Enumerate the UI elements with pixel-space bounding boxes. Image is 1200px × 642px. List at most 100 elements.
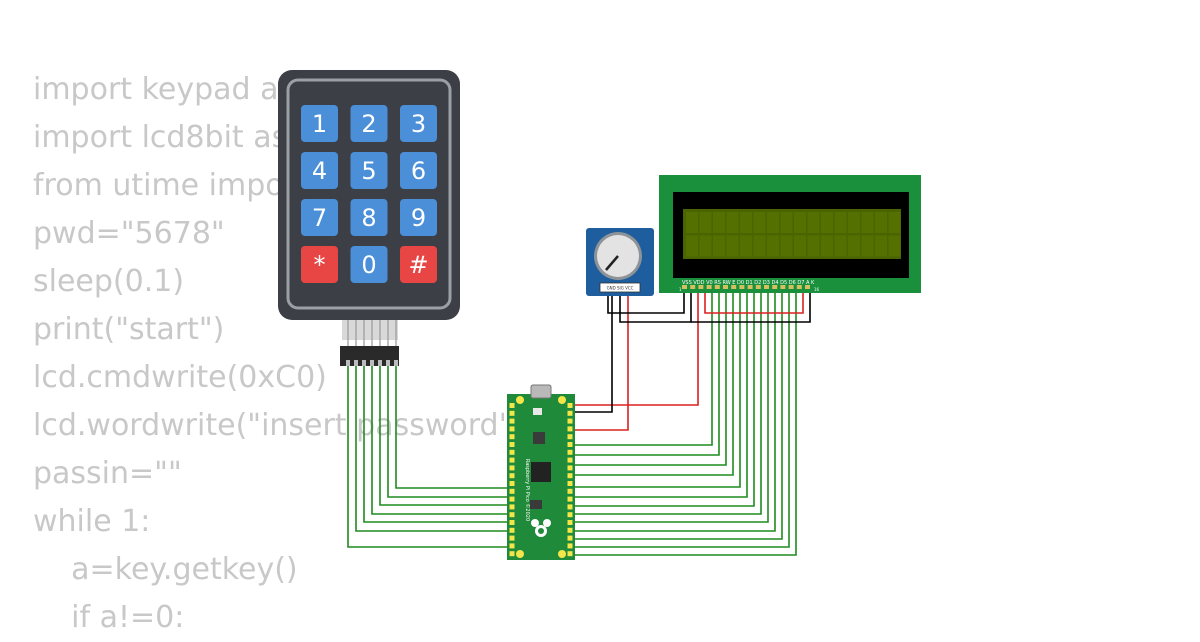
pico-pin[interactable]: [567, 488, 573, 494]
keypad-key-face[interactable]: [301, 199, 338, 236]
lcd-cell: [888, 235, 901, 257]
pico-pin[interactable]: [567, 426, 573, 432]
lcd-cell: [875, 235, 887, 257]
lcd-pin[interactable]: [731, 285, 737, 289]
lcd-pin[interactable]: [690, 285, 696, 289]
pico-pin[interactable]: [567, 481, 573, 486]
lcd-cell: [780, 235, 793, 257]
pico-pin[interactable]: [509, 418, 515, 424]
keypad-key[interactable]: 2: [350, 105, 388, 142]
pico-pin[interactable]: [567, 442, 573, 447]
keypad-key-face[interactable]: [301, 152, 338, 189]
usb-connector[interactable]: [530, 384, 552, 399]
keypad-key[interactable]: *: [301, 246, 338, 283]
lcd-pin[interactable]: [772, 285, 778, 289]
keypad-key[interactable]: 0: [350, 246, 388, 283]
keypad-key-face[interactable]: [350, 199, 388, 236]
pico-pin[interactable]: [567, 449, 573, 455]
lcd-pin[interactable]: [723, 285, 728, 289]
pico-pin[interactable]: [509, 410, 515, 416]
lcd-pin[interactable]: [788, 285, 794, 289]
pico-pin[interactable]: [509, 512, 515, 518]
pico-pin[interactable]: [509, 496, 515, 502]
pico-pin[interactable]: [509, 551, 515, 557]
lcd-cell: [821, 212, 833, 233]
pico-board-text: Raspberry Pi Pico ©2020: [524, 459, 531, 521]
keypad-key-face[interactable]: [400, 152, 437, 189]
code-line: while 1:: [33, 504, 151, 539]
keypad-key-face[interactable]: [400, 199, 437, 236]
keypad-key-label: 0: [361, 251, 376, 279]
keypad-key[interactable]: 3: [400, 105, 437, 142]
keypad-key-label: 2: [361, 110, 376, 138]
pico-pin[interactable]: [509, 481, 515, 486]
pico-pin[interactable]: [567, 465, 573, 471]
pico-pin[interactable]: [567, 504, 573, 510]
keypad-key[interactable]: 7: [301, 199, 338, 236]
pico-pin[interactable]: [509, 504, 515, 510]
potentiometer[interactable]: GND SIG VCC: [586, 228, 654, 296]
keypad-key-face[interactable]: [400, 105, 437, 142]
pico-pin[interactable]: [567, 457, 573, 463]
pico-pin[interactable]: [567, 403, 573, 408]
keypad-key[interactable]: #: [400, 246, 437, 283]
pico-pin[interactable]: [567, 551, 573, 557]
pot-pin-labels: GND SIG VCC: [607, 286, 634, 291]
lcd-cell: [740, 235, 752, 257]
pico-pin[interactable]: [567, 520, 573, 525]
keypad-key[interactable]: 8: [350, 199, 388, 236]
pico-pin[interactable]: [509, 426, 515, 432]
pico-pin[interactable]: [567, 543, 573, 549]
lcd-pin[interactable]: [706, 285, 712, 289]
lcd-pin[interactable]: [682, 285, 687, 289]
keypad-key-face[interactable]: [400, 246, 437, 283]
bootsel-button[interactable]: [533, 408, 542, 415]
pico-pin[interactable]: [509, 465, 515, 471]
pico-pin[interactable]: [509, 449, 515, 455]
lcd-cell: [888, 212, 901, 233]
keypad-wires: [347, 366, 512, 548]
keypad-key-face[interactable]: [350, 105, 388, 142]
pico-pin[interactable]: [509, 535, 515, 541]
pico-pin[interactable]: [567, 434, 573, 440]
pico-pin[interactable]: [509, 434, 515, 440]
pico-pin[interactable]: [567, 535, 573, 541]
regulator-chip: [530, 500, 542, 509]
lcd-pin[interactable]: [698, 285, 704, 289]
pico-pin[interactable]: [509, 403, 515, 408]
lcd-pin[interactable]: [780, 285, 786, 289]
keypad-key[interactable]: 9: [400, 199, 437, 236]
pico-pin[interactable]: [567, 512, 573, 518]
pico-pin[interactable]: [509, 527, 515, 533]
pico-pin[interactable]: [509, 488, 515, 494]
lcd-pin[interactable]: [796, 285, 802, 289]
mount-hole: [516, 550, 524, 558]
keypad-key[interactable]: 6: [400, 152, 437, 189]
pico-pin[interactable]: [567, 410, 573, 416]
pico-pin[interactable]: [509, 442, 515, 447]
keypad-key-face[interactable]: [301, 246, 338, 283]
keypad-key-face[interactable]: [350, 246, 388, 283]
lcd-pin[interactable]: [747, 285, 753, 289]
pico-pin[interactable]: [509, 473, 515, 479]
pico-pin[interactable]: [567, 496, 573, 502]
keypad-key[interactable]: 5: [350, 152, 388, 189]
keypad-key[interactable]: 4: [301, 152, 338, 189]
lcd-pin[interactable]: [805, 285, 810, 289]
lcd-cell: [713, 235, 725, 257]
pico-pin[interactable]: [567, 473, 573, 479]
pico-pin[interactable]: [567, 418, 573, 424]
pico-pin[interactable]: [509, 543, 515, 549]
lcd-cell: [807, 212, 820, 233]
keypad-key[interactable]: 1: [301, 105, 338, 142]
pico-pin[interactable]: [567, 527, 573, 533]
lcd-pin[interactable]: [755, 285, 761, 289]
pico-pin[interactable]: [509, 520, 515, 525]
lcd-pin[interactable]: [739, 285, 745, 289]
pico-pin[interactable]: [509, 457, 515, 463]
lcd-pin[interactable]: [714, 285, 720, 289]
lcd-pin[interactable]: [764, 285, 769, 289]
keypad-key-face[interactable]: [301, 105, 338, 142]
keypad-key-face[interactable]: [350, 152, 388, 189]
